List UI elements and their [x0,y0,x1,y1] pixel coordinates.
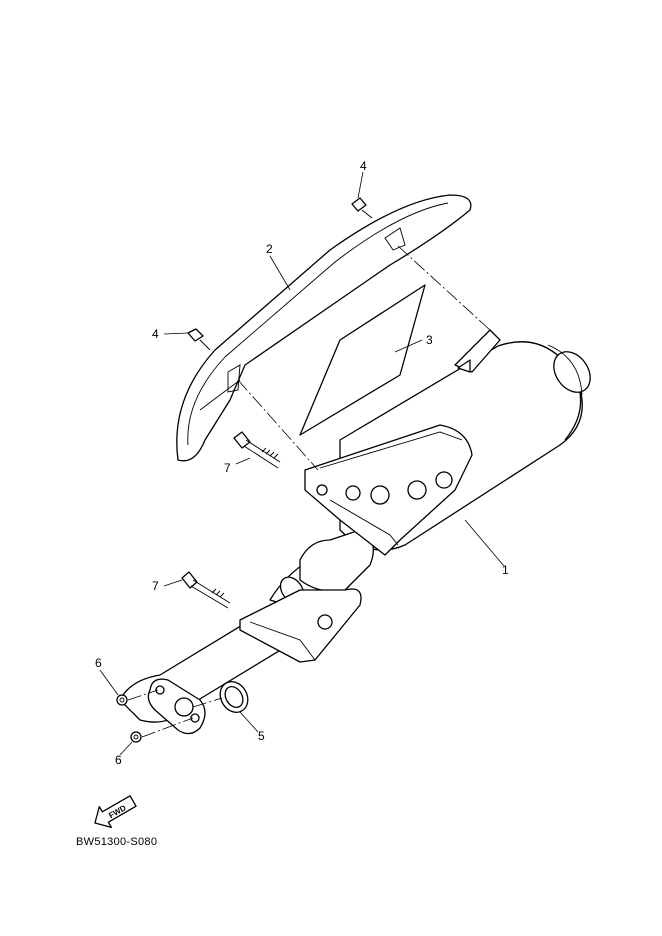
callout-screw-left: 4 [152,327,159,341]
screw-upper-icon [351,197,373,219]
screw-left-icon [187,328,211,351]
gasket-icon [219,681,249,713]
bolt-lower-icon [181,571,231,609]
diagram-code: BW51300-S080 [76,836,158,848]
callout-gasket: 5 [258,729,265,743]
callout-screw-upper: 4 [360,159,367,173]
leader-lines [99,171,505,756]
muffler [119,329,591,723]
nut-lower-icon [130,731,142,743]
callout-muffler: 1 [502,563,509,577]
nut-upper-icon [116,694,128,706]
callout-protector-plate: 3 [426,333,433,347]
protector [176,194,472,462]
fwd-arrow-icon: FWD [94,795,137,829]
callout-protector: 2 [266,242,273,256]
callout-bolt-lower: 7 [152,579,159,593]
callout-bolt-upper: 7 [224,461,231,475]
callout-nut-lower: 6 [115,753,122,767]
alignment-lines [127,245,491,738]
callout-nut-upper: 6 [95,656,102,670]
protector-plate [299,284,426,436]
bolt-upper-icon [233,431,281,469]
